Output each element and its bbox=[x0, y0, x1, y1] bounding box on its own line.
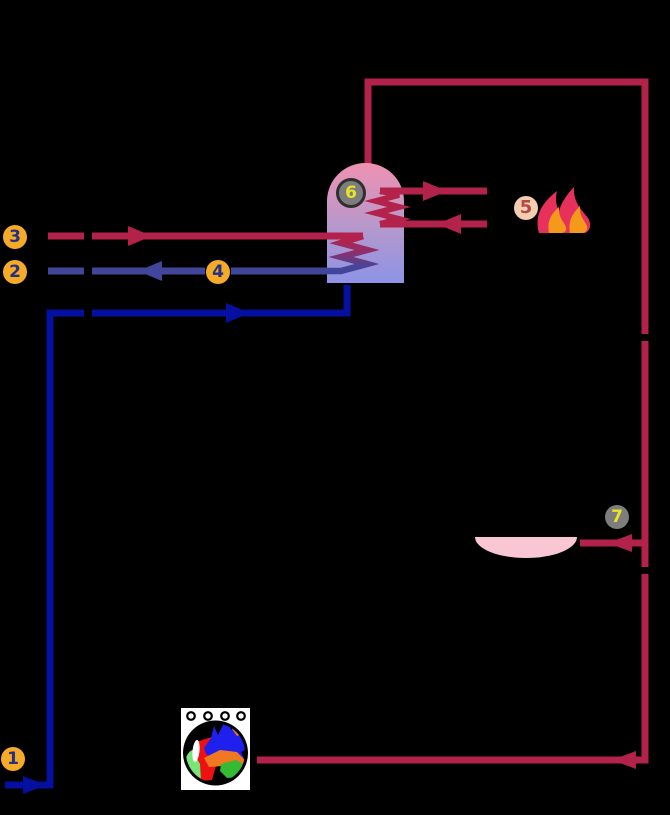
hot-supply-to-washer bbox=[257, 574, 649, 764]
laundry bbox=[186, 723, 245, 781]
washer-knob bbox=[186, 711, 196, 721]
cold-feed-pipe-riser bbox=[5, 309, 84, 789]
flow-arrow-heating-return bbox=[138, 261, 162, 281]
marker-2-heating-return: 2 bbox=[3, 260, 27, 284]
flow-arrow-cold-inlet bbox=[23, 776, 46, 794]
washer-knob bbox=[236, 711, 246, 721]
cold-feed-pipe-to-tank bbox=[92, 285, 351, 317]
wash-basin-icon bbox=[475, 537, 577, 558]
marker-5-burner: 5 bbox=[514, 196, 538, 220]
flow-arrow-primary-return bbox=[437, 214, 461, 234]
marker-4-return-line: 4 bbox=[206, 260, 230, 284]
washer-knob bbox=[220, 711, 230, 721]
marker-6-storage-tank: 6 bbox=[336, 178, 366, 208]
washing-machine-icon bbox=[178, 705, 253, 793]
hot-supply-riser bbox=[364, 78, 649, 334]
heat-exchanger-coil-left bbox=[327, 232, 380, 275]
marker-1-cold-water-inlet: 1 bbox=[1, 747, 25, 771]
flame-icon bbox=[537, 187, 591, 233]
heat-exchanger-coil-right bbox=[364, 188, 411, 227]
washer-knob bbox=[203, 711, 213, 721]
flow-arrow-basin bbox=[608, 534, 632, 552]
marker-7-tap-point: 7 bbox=[605, 505, 629, 529]
flow-arrow-heating-flow bbox=[128, 226, 152, 246]
flow-arrow-washer bbox=[612, 751, 636, 769]
marker-3-heating-flow: 3 bbox=[3, 225, 27, 249]
flow-arrow-primary-flow bbox=[423, 181, 447, 201]
flow-arrow-cold-feed bbox=[226, 303, 250, 323]
